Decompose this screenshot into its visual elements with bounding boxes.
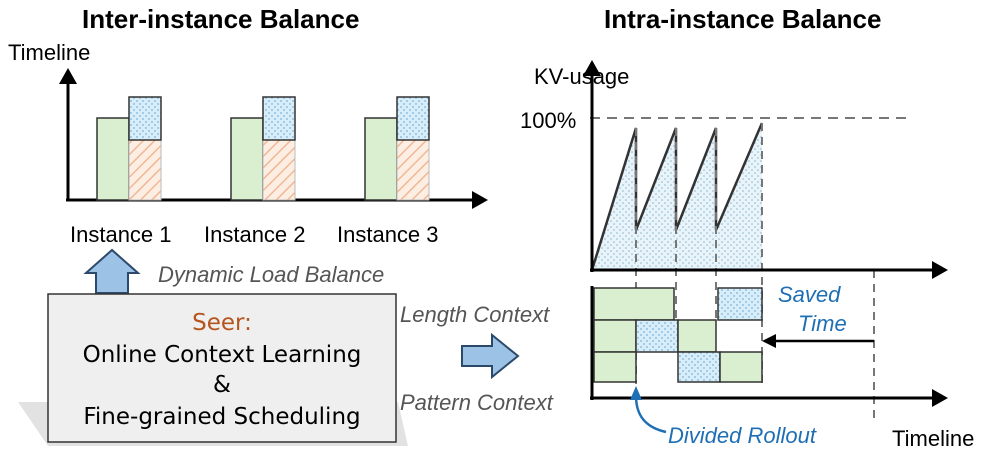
instance-3-blue-bar — [396, 96, 430, 141]
right-axes — [583, 60, 948, 407]
instance-2-label: Instance 2 — [204, 222, 306, 247]
block-r3-green-b — [719, 351, 763, 383]
instance-2-hatched-bar — [262, 139, 296, 201]
kv-usage-area — [592, 123, 762, 270]
block-r2-green-a — [593, 319, 637, 353]
block-r3-green-a — [593, 351, 637, 383]
length-context-label: Length Context — [400, 302, 550, 327]
seer-line-1: Online Context Learning — [83, 342, 362, 368]
left-panel-title: Inter-instance Balance — [82, 4, 359, 34]
saved-time-label-2: Time — [798, 311, 847, 336]
hundred-percent-label: 100% — [520, 108, 576, 133]
saved-time-arrowhead-icon — [762, 334, 776, 348]
pattern-context-label: Pattern Context — [400, 390, 554, 415]
block-r3-blue — [677, 351, 721, 383]
left-y-axis-label: Timeline — [8, 40, 90, 65]
instance-3-label: Instance 3 — [337, 222, 439, 247]
instance-2-blue-bar — [262, 96, 296, 141]
instance-1-bars — [96, 96, 162, 201]
up-arrow-icon — [83, 248, 141, 294]
instance-3-green-bar — [364, 117, 398, 201]
dynamic-load-balance-label: Dynamic Load Balance — [158, 262, 384, 287]
seer-name: Seer: — [192, 310, 252, 336]
seer-box: Seer: Online Context Learning & Fine-gra… — [18, 293, 408, 446]
instance-2-bars — [230, 96, 296, 201]
block-r2-blue — [635, 319, 679, 353]
divided-rollout-label: Divided Rollout — [668, 423, 817, 448]
block-r1-green — [593, 287, 675, 321]
schedule-blocks — [593, 287, 763, 383]
seer-line-2: & — [213, 372, 231, 398]
right-y-axis-label: KV-usage — [534, 64, 629, 89]
divided-rollout-arrowhead-icon — [630, 386, 642, 400]
instance-3-bars — [364, 96, 430, 201]
instance-2-green-bar — [230, 117, 264, 201]
right-x-axis-label: Timeline — [892, 426, 974, 451]
block-r1-blue — [717, 287, 763, 321]
right-panel-title: Intra-instance Balance — [604, 4, 881, 34]
instance-1-green-bar — [96, 117, 130, 201]
seer-line-3: Fine-grained Scheduling — [83, 404, 360, 430]
block-r2-green-b — [677, 319, 717, 353]
instance-3-hatched-bar — [396, 139, 430, 201]
right-arrow-icon — [461, 332, 520, 380]
instance-1-hatched-bar — [128, 139, 162, 201]
instance-1-label: Instance 1 — [70, 222, 172, 247]
saved-time-label-1: Saved — [778, 282, 841, 307]
divided-rollout-arrow — [634, 395, 667, 434]
instance-1-blue-bar — [128, 96, 162, 141]
